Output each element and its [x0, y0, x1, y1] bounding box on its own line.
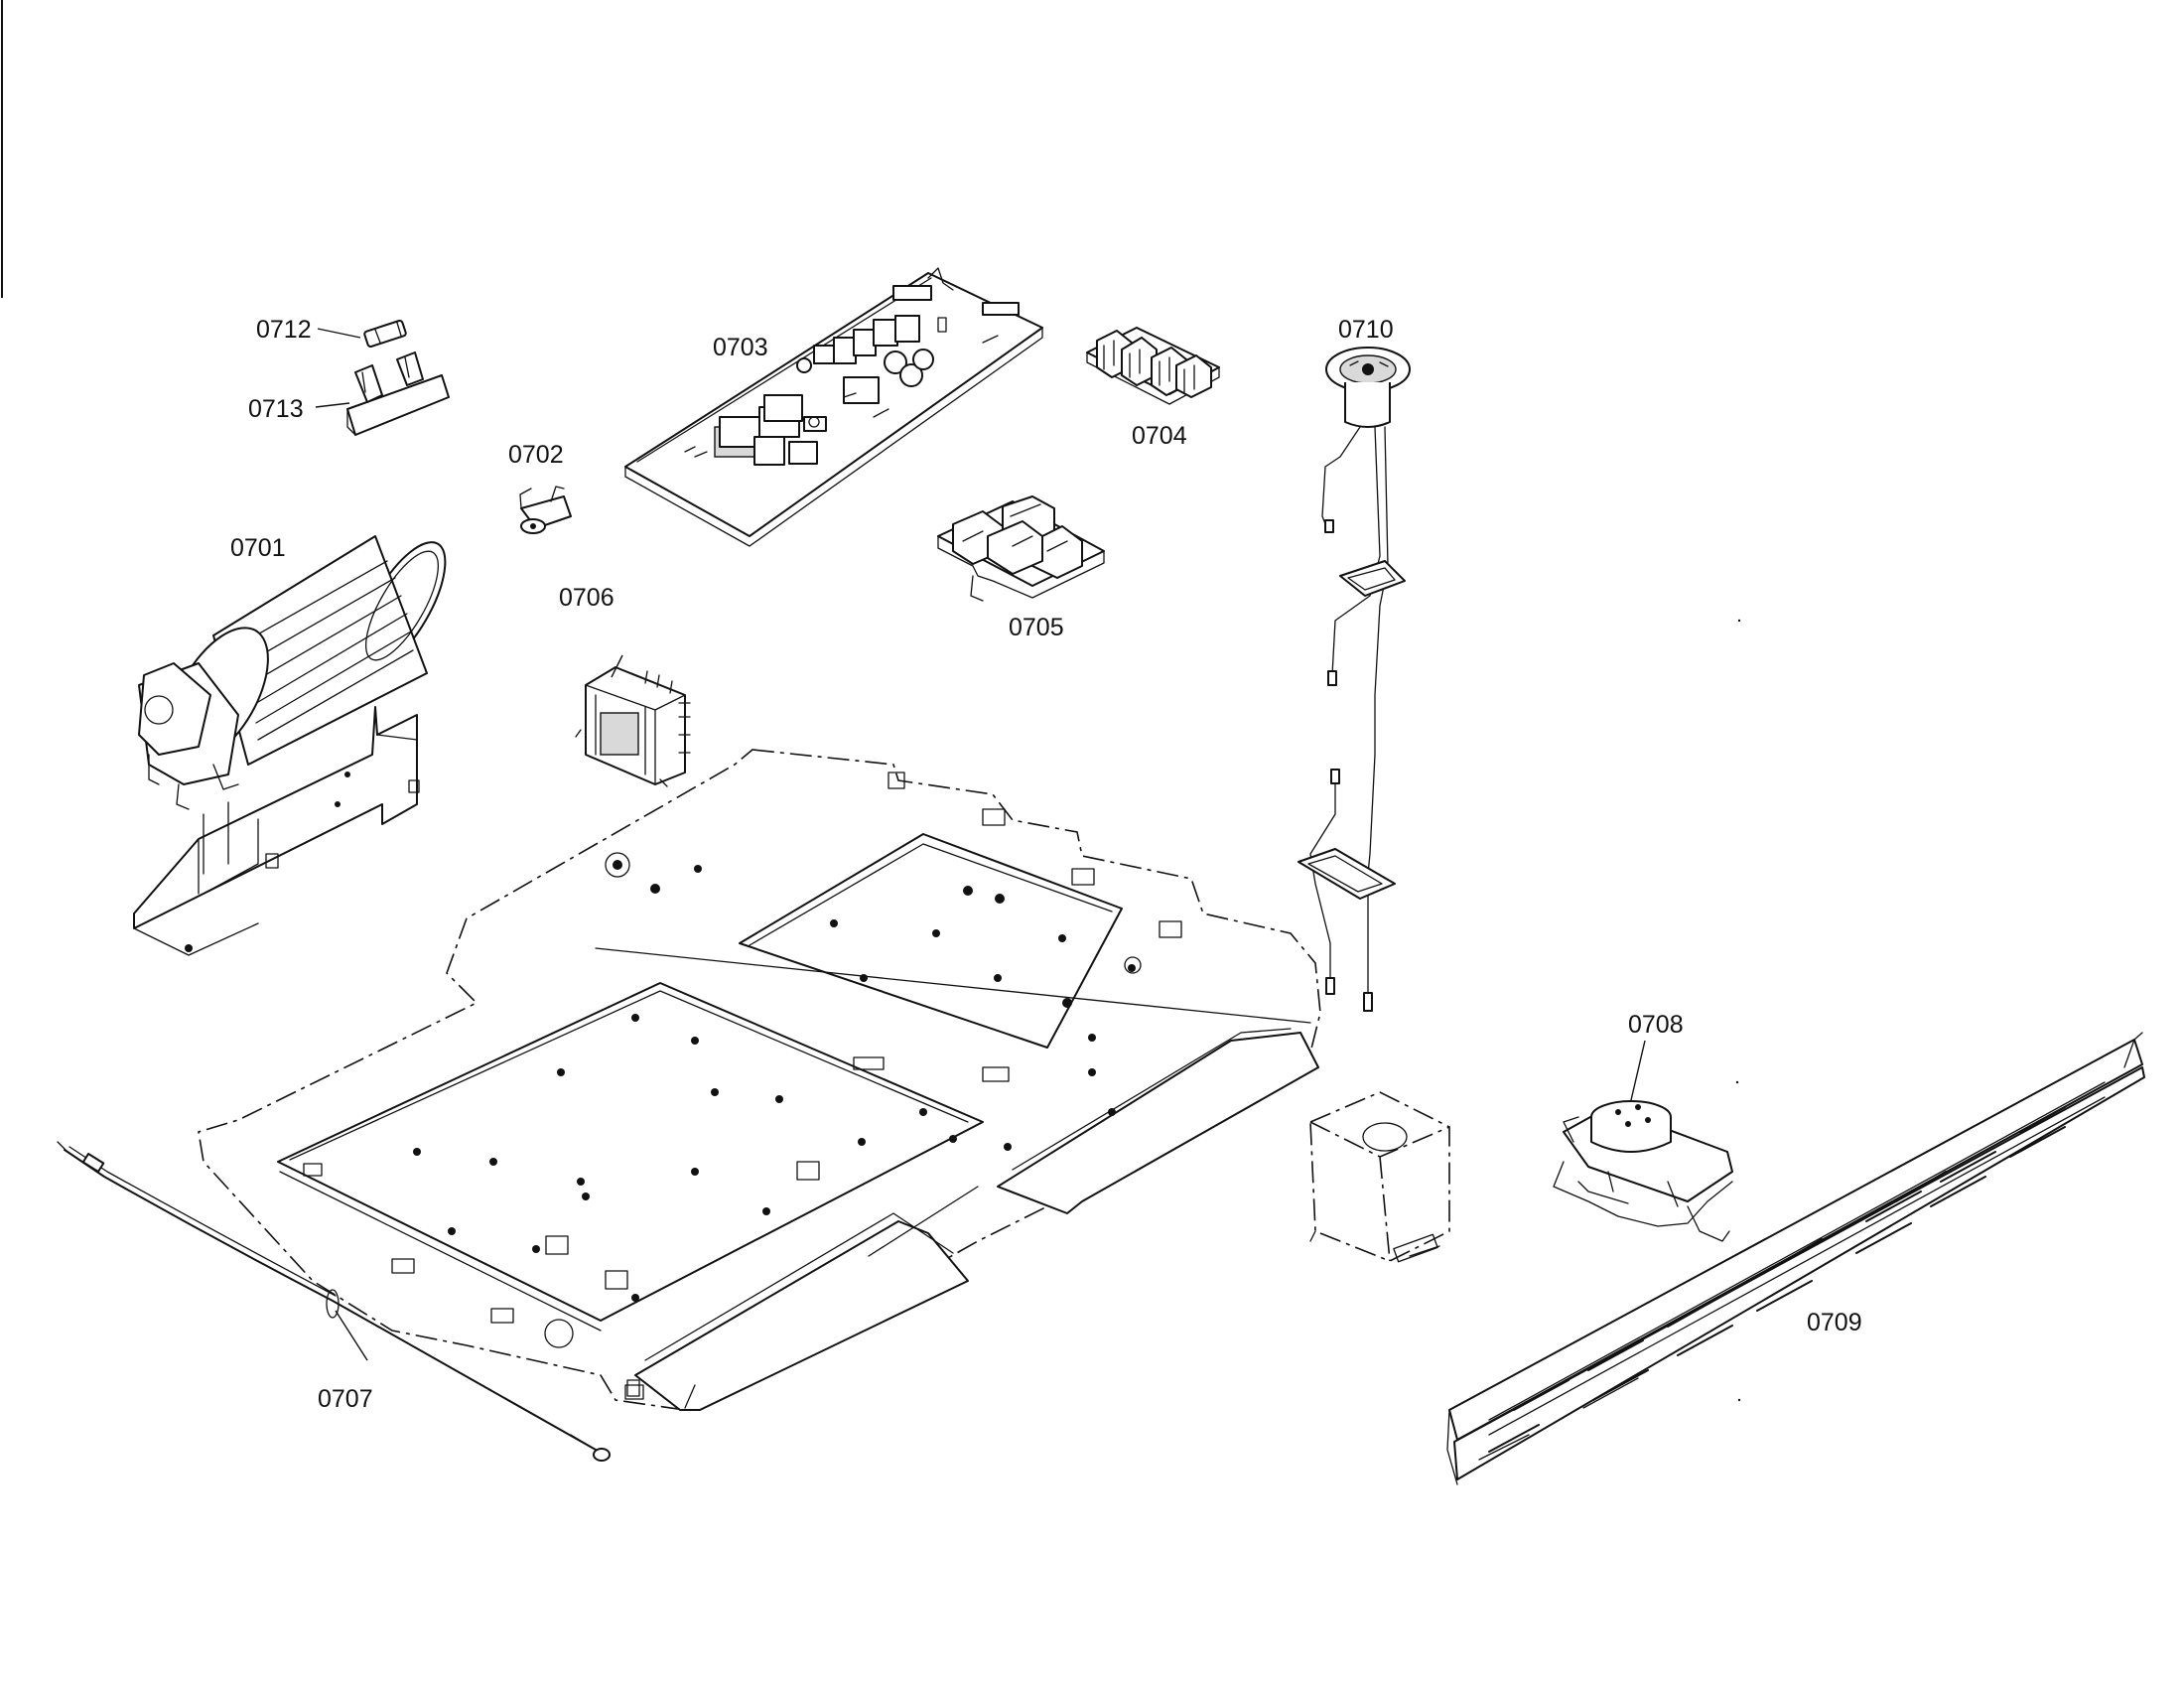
- vent-trim-rail-icon: [1446, 1032, 2145, 1485]
- callout-0703: 0703: [713, 334, 768, 361]
- control-board-icon: [624, 267, 1043, 547]
- callout-0701: 0701: [230, 534, 286, 562]
- blower-bracket-icon: [133, 706, 420, 956]
- callout-0702: 0702: [508, 441, 564, 469]
- blower-fan-assembly-icon: [138, 535, 447, 810]
- callout-0709: 0709: [1807, 1309, 1862, 1336]
- wire-harness-icon: [57, 1141, 611, 1462]
- duct-housing-icon: [1309, 1091, 1450, 1263]
- base-plate-icon: [198, 749, 1321, 1411]
- callout-0712: 0712: [256, 316, 312, 344]
- callout-0706: 0706: [559, 584, 614, 612]
- fuse-holder-icon: [346, 351, 450, 436]
- callout-0705: 0705: [1009, 614, 1064, 641]
- part-callouts: 0712 0713 0702 0701 0703 0704 0705 0706 …: [230, 316, 1862, 1413]
- terminal-block-icon: [937, 495, 1105, 602]
- thermostat-icon: [519, 486, 572, 534]
- callout-0710: 0710: [1338, 316, 1394, 344]
- transformer-icon: [575, 666, 691, 787]
- lamp-socket-harness-icon: [1297, 347, 1411, 1012]
- relay-board-icon: [1086, 327, 1220, 405]
- callout-0708: 0708: [1628, 1011, 1684, 1039]
- callout-0704: 0704: [1132, 422, 1187, 450]
- leader-lines: [315, 328, 1646, 1361]
- callout-0713: 0713: [248, 395, 304, 423]
- callout-0707: 0707: [318, 1385, 373, 1413]
- door-lock-motor-icon: [1553, 1100, 1733, 1242]
- fuse-icon: [363, 319, 407, 349]
